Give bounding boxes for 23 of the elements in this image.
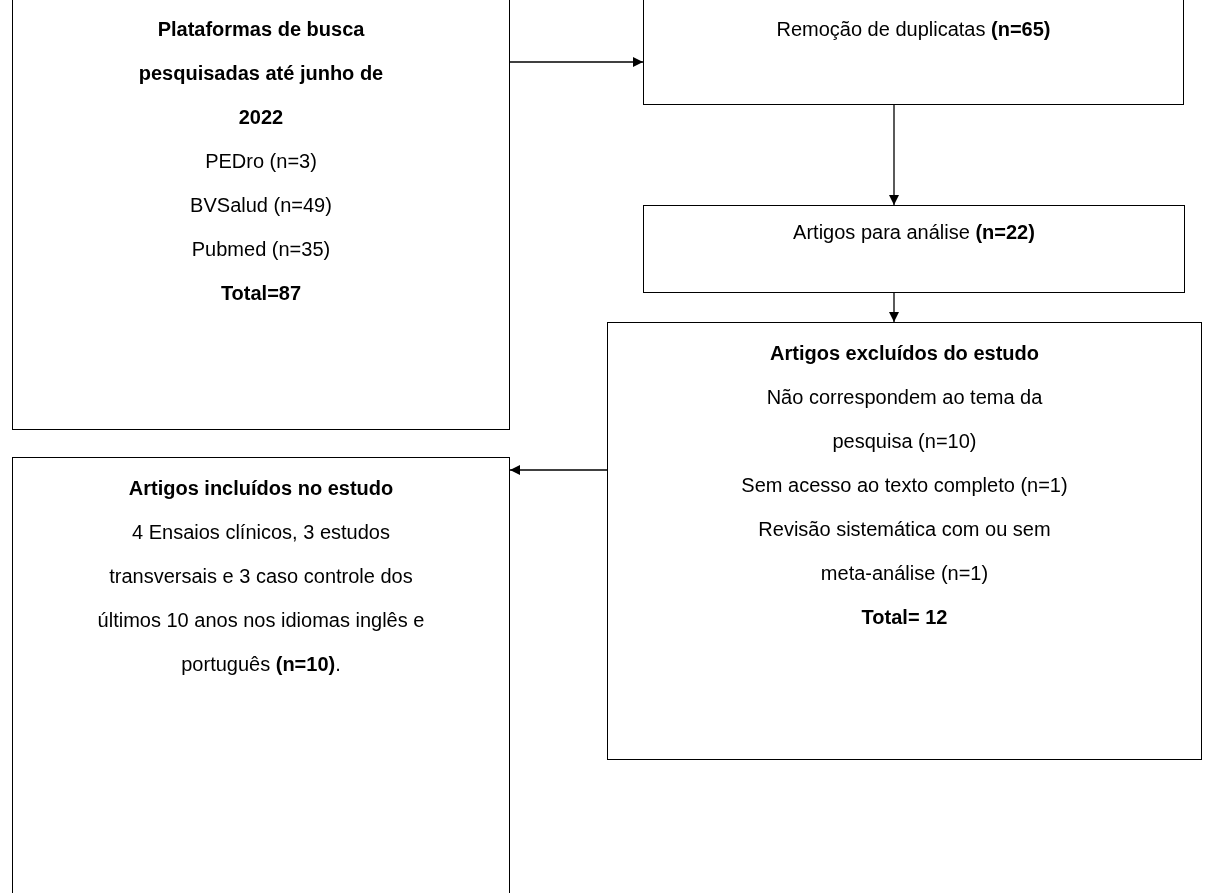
box-text: 4 Ensaios clínicos, 3 estudos transversais e 3 caso controle dos últimos 10 anos nos idiomas inglês e português (n=10). [96, 520, 426, 677]
box-text: BVSalud (n=49) [190, 193, 332, 218]
box-heading: Plataformas de busca pesquisadas até junho de 2022 [137, 17, 385, 130]
arrow [889, 104, 899, 206]
arrow [509, 57, 644, 67]
box-text: Não correspondem ao tema da pesquisa (n=10) [765, 385, 1044, 454]
box-text: Artigos para análise (n=22) [793, 220, 1035, 245]
box-text: Sem acesso ao texto completo (n=1) [740, 473, 1069, 498]
box-text: PEDro (n=3) [205, 149, 317, 174]
box-text: Revisão sistemática com ou sem meta-análise (n=1) [757, 517, 1052, 586]
box-text: Pubmed (n=35) [191, 237, 331, 262]
total-text: Total=87 [220, 281, 302, 306]
process-box [643, 205, 1185, 293]
box-heading: Artigos excluídos do estudo [770, 341, 1039, 366]
process-box [12, 457, 510, 893]
arrow [889, 292, 899, 323]
process-box [607, 322, 1202, 760]
arrow [509, 465, 608, 475]
box-heading: Artigos incluídos no estudo [128, 476, 394, 501]
process-box [12, 0, 510, 430]
box-text: Remoção de duplicatas (n=65) [776, 17, 1051, 42]
total-text: Total= 12 [860, 605, 949, 630]
process-box [643, 0, 1184, 105]
